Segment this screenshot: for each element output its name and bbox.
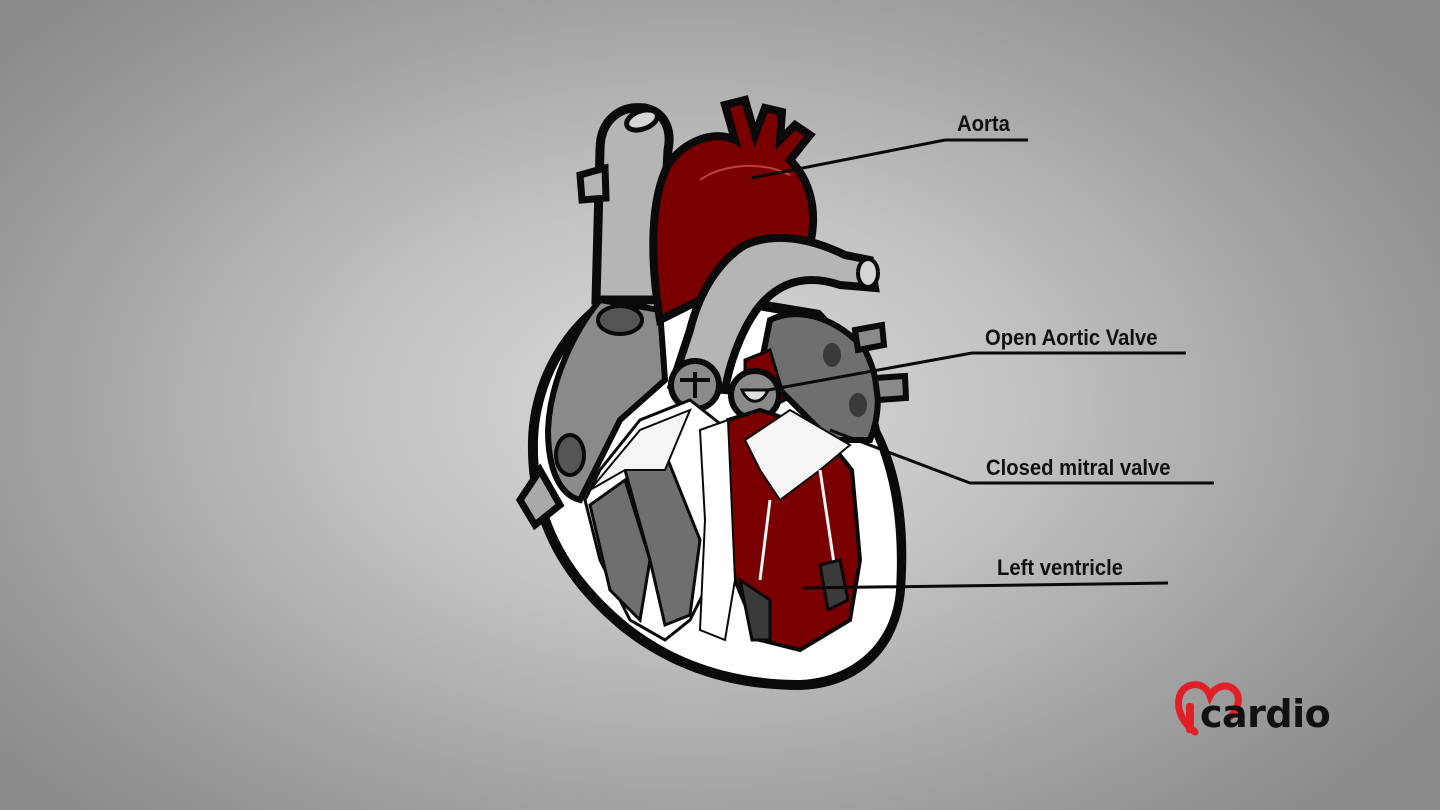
atrium-opening-top	[596, 304, 644, 336]
pulmonary-opening	[856, 257, 880, 289]
pulmonary-valve-cusps	[680, 372, 710, 398]
papillary-muscle-1	[737, 576, 772, 642]
label-closed-mitral-valve: Closed mitral valve	[986, 455, 1171, 480]
pulmonary-vein-2	[849, 393, 867, 417]
chordae-1	[758, 499, 772, 581]
label-aorta: Aorta	[957, 111, 1010, 136]
tricuspid-leaflets	[589, 408, 692, 491]
pulmonary-vein-stub-2	[871, 372, 910, 404]
vena-cava-opening	[624, 107, 660, 133]
leader-line-aortic-valve	[767, 351, 1186, 392]
vena-cava-branch	[576, 163, 610, 204]
septum	[698, 418, 737, 642]
leader-line-left-ventricle	[802, 581, 1169, 590]
right-ventricle-muscle-1	[588, 477, 652, 624]
chordae-2	[818, 469, 837, 571]
aorta-arch	[649, 95, 817, 327]
logo-i-stem	[1186, 703, 1194, 733]
label-open-aortic-valve: Open Aortic Valve	[985, 325, 1158, 350]
inferior-vena-cava	[515, 463, 565, 531]
pulmonary-vein-1	[823, 343, 841, 367]
label-left-ventricle: Left ventricle	[997, 555, 1123, 580]
leader-line-aorta	[751, 138, 1028, 180]
logo-wordmark: cardio	[1200, 692, 1331, 736]
heart-icon	[1175, 681, 1242, 736]
papillary-muscle-2	[818, 558, 850, 613]
left-atrium	[756, 311, 881, 443]
atrium-opening-bottom	[554, 433, 586, 477]
aortic-valve-cusps	[739, 388, 771, 403]
leader-line-mitral-valve	[829, 428, 1214, 485]
pulmonary-vein-stub-1	[851, 321, 888, 354]
